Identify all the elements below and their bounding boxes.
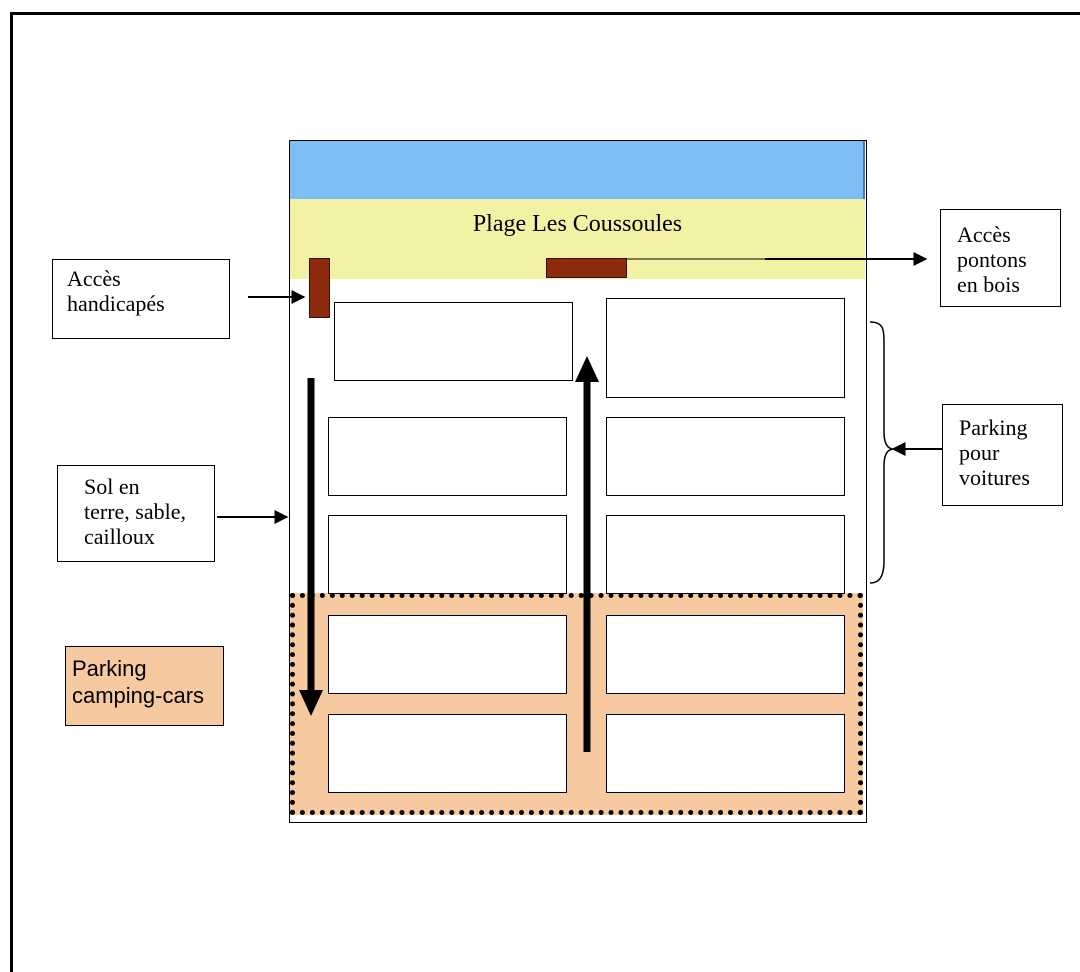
label-parking-camping-cars: Parking camping-cars [65, 646, 224, 726]
parking-slot [334, 302, 573, 381]
parking-slot [606, 298, 845, 398]
parking-slot [606, 417, 845, 496]
label-line: handicapés [67, 291, 165, 316]
label-parking-voitures: Parking pour voitures [942, 404, 1063, 506]
traffic-arrowhead-down [299, 690, 323, 716]
label-line: pour [959, 440, 1000, 465]
label-line: Parking [72, 656, 147, 681]
label-line: pontons [957, 247, 1027, 272]
parking-voitures-brace [869, 321, 895, 584]
handicap-access-marker [309, 258, 330, 318]
label-line: Sol en [84, 474, 140, 499]
sea-area [290, 141, 865, 199]
label-line: Parking [959, 415, 1028, 440]
label-acces-pontons: Accès pontons en bois [940, 209, 1061, 307]
label-line: Accès [67, 266, 121, 291]
parking-slot [606, 515, 845, 594]
traffic-arrowhead-up [575, 356, 599, 382]
label-line: camping-cars [72, 683, 205, 708]
parking-slot [606, 615, 845, 694]
label-line: terre, sable, [84, 499, 186, 524]
parking-slot [328, 714, 567, 793]
label-line: en bois [957, 272, 1020, 297]
label-acces-handicapes: Accès handicapés [52, 259, 230, 339]
parking-slot [606, 714, 845, 793]
pontoon-access-marker [546, 258, 627, 278]
parking-slot [328, 417, 567, 496]
label-sol: Sol en terre, sable, cailloux [57, 465, 215, 562]
parking-slot [328, 515, 567, 594]
page-frame [10, 12, 1080, 972]
parking-slot [328, 615, 567, 694]
label-line: cailloux [84, 524, 155, 549]
label-line: voitures [959, 465, 1030, 490]
beach-title: Plage Les Coussoules [472, 211, 683, 237]
label-line: Accès [957, 222, 1011, 247]
